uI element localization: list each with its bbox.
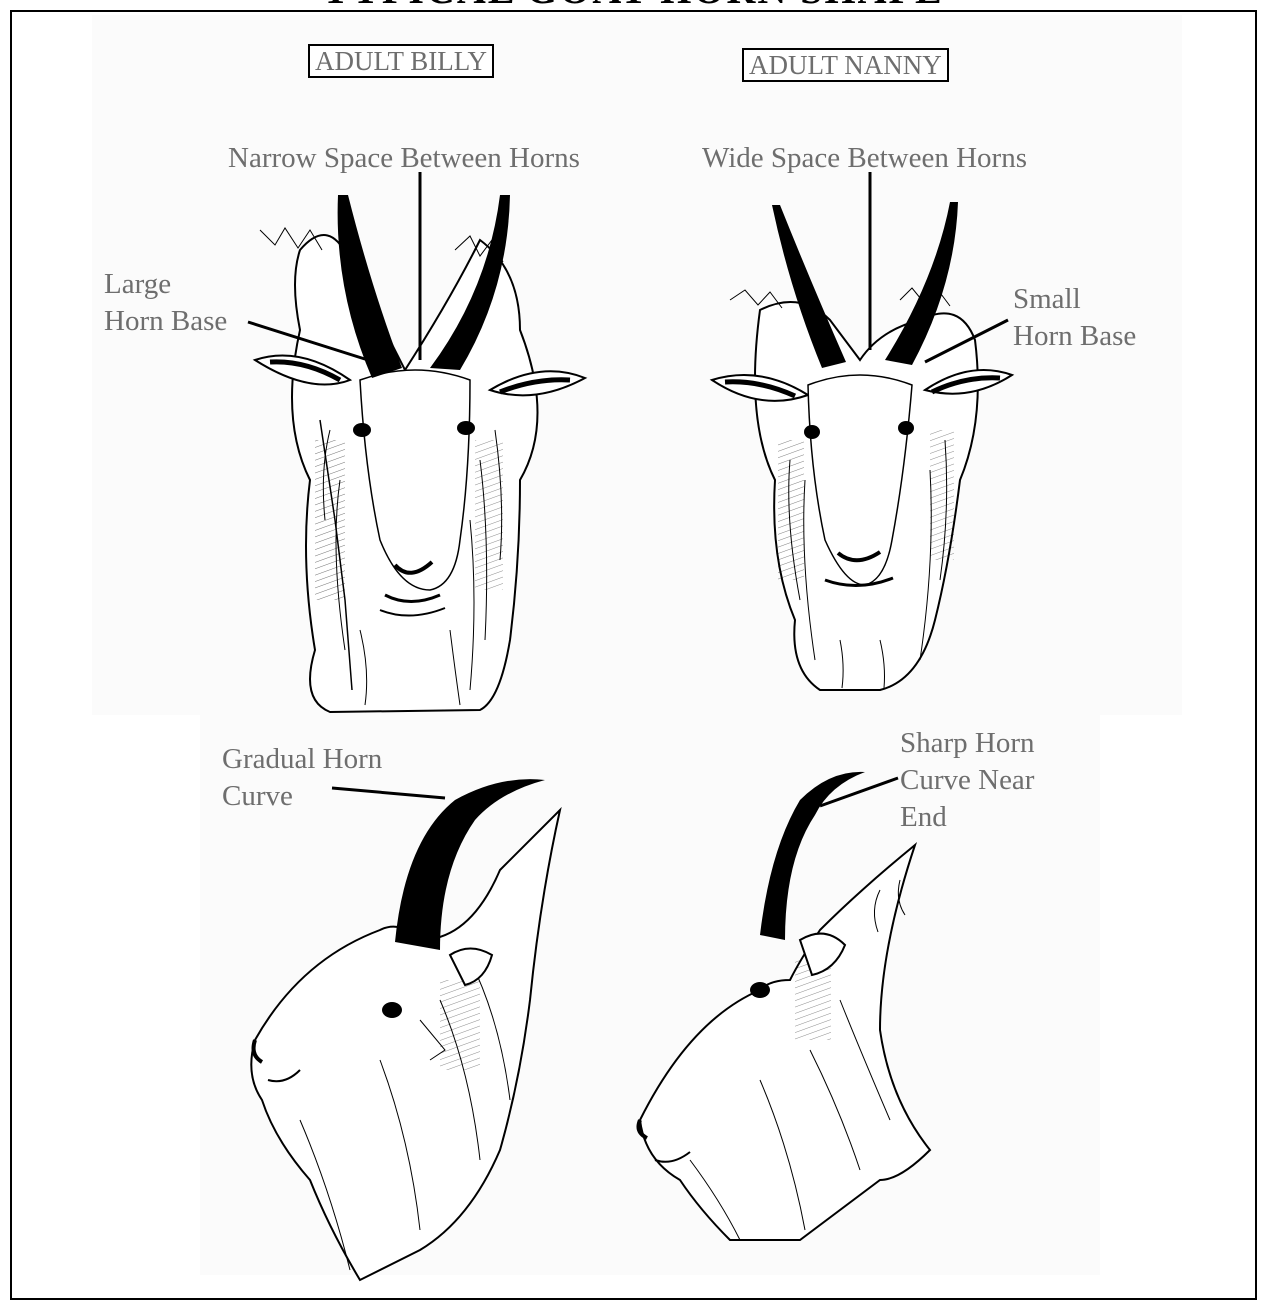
label-small-horn-base: Small Horn Base [1013,281,1136,355]
header-adult-nanny: ADULT NANNY [742,48,949,82]
label-line: End [900,799,1035,836]
nanny-goat-front-drawing [712,202,1012,690]
label-sharp-curve: Sharp Horn Curve Near End [900,725,1035,836]
label-line: Horn Base [104,303,227,340]
label-line: Gradual Horn [222,741,382,778]
label-line: Sharp Horn [900,725,1035,762]
label-gradual-curve: Gradual Horn Curve [222,741,382,815]
nanny-goat-side-drawing [639,772,930,1240]
label-line: Large [104,266,227,303]
label-line: Curve Near [900,762,1035,799]
label-line: Small [1013,281,1136,318]
label-wide-space: Wide Space Between Horns [702,140,1027,177]
header-adult-billy: ADULT BILLY [308,44,494,78]
label-line: Horn Base [1013,318,1136,355]
label-large-horn-base: Large Horn Base [104,266,227,340]
billy-goat-side-drawing [251,779,560,1280]
label-narrow-space: Narrow Space Between Horns [228,140,580,177]
label-line: Curve [222,778,382,815]
